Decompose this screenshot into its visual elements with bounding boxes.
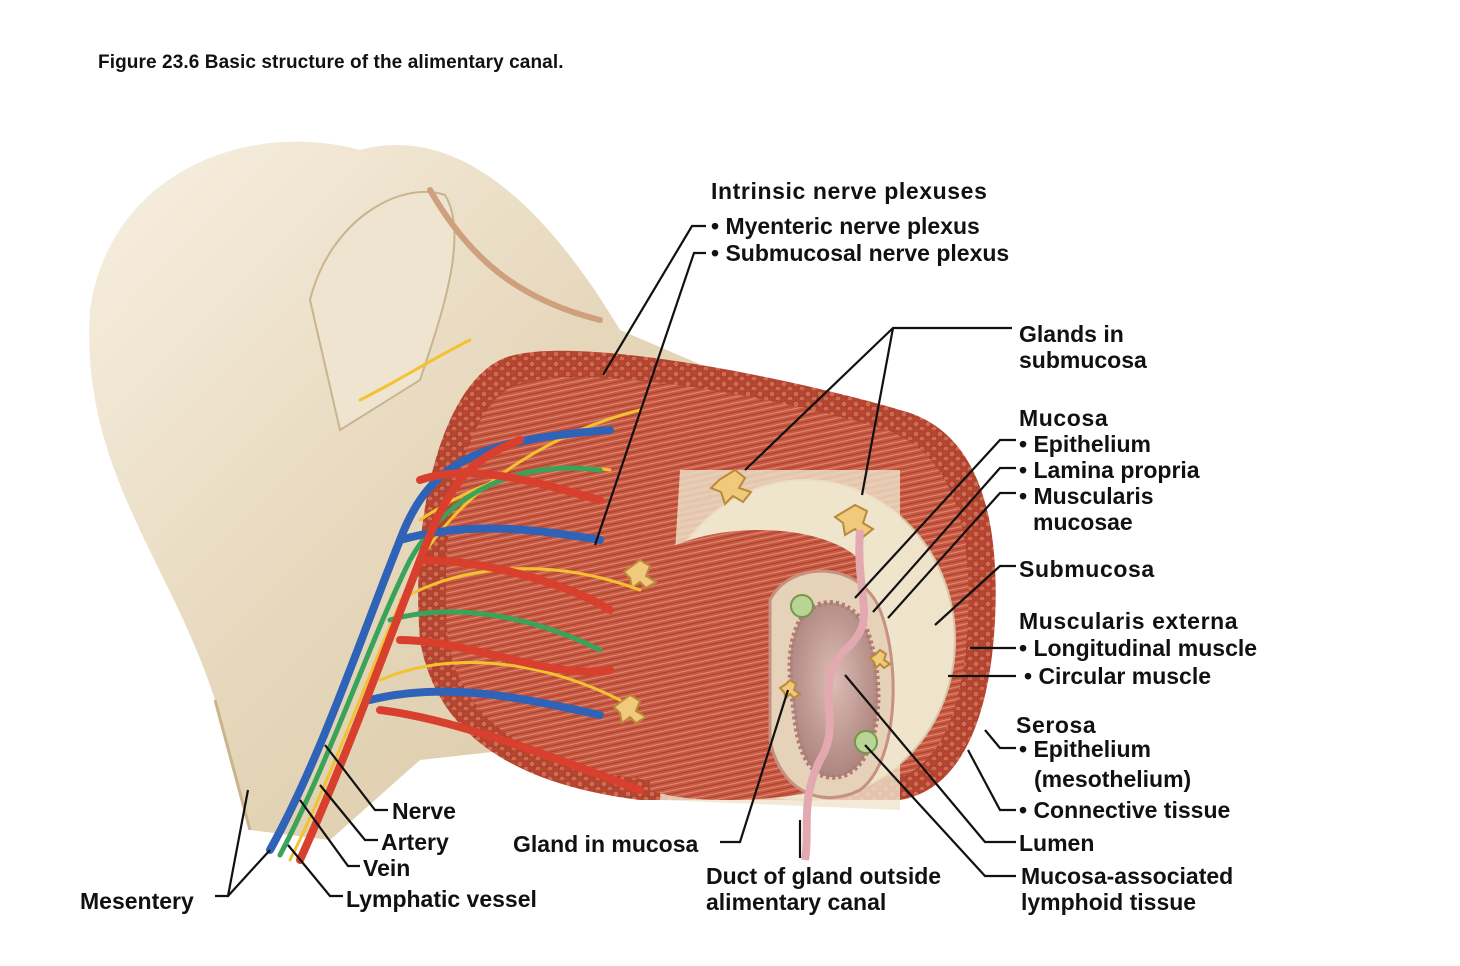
label-serosa-epithelium: • Epithelium [1019,736,1152,762]
label-lamina-propria: • Lamina propria [1019,457,1200,483]
label-muscularis-mucosae-2: mucosae [1033,509,1133,535]
label-serosa: Serosa [1016,712,1097,738]
label-mesentery: Mesentery [80,888,194,914]
label-glands-submucosa-1: Glands in [1019,321,1124,347]
label-glands-submucosa-2: submucosa [1019,347,1147,373]
label-myenteric-plexus: • Myenteric nerve plexus [711,213,980,239]
blood-vessels-and-nerves [266,338,644,864]
label-circular-muscle: • Circular muscle [1024,663,1212,689]
label-intrinsic-nerve-plexuses: Intrinsic nerve plexuses [711,178,988,204]
label-muscularis-externa: Muscularis externa [1019,608,1239,634]
label-nerve: Nerve [392,798,456,824]
label-gland-in-mucosa: Gland in mucosa [513,831,699,857]
label-submucosa: Submucosa [1019,556,1155,582]
label-mucosa: Mucosa [1019,405,1109,431]
label-malt-1: Mucosa-associated [1021,863,1234,889]
label-lymphatic-vessel: Lymphatic vessel [346,886,537,912]
label-mesothelium: (mesothelium) [1034,766,1192,792]
label-lumen: Lumen [1019,830,1095,856]
label-duct-2: alimentary canal [706,889,887,915]
lymphoid-nodules [790,594,878,754]
gland-duct [801,529,868,861]
label-submucosal-plexus: • Submucosal nerve plexus [711,240,1010,266]
label-malt-2: lymphoid tissue [1021,889,1197,915]
label-duct-1: Duct of gland outside [706,863,942,889]
label-muscularis-mucosae-1: • Muscularis [1019,483,1154,509]
label-vein: Vein [363,855,411,881]
label-connective-tissue: • Connective tissue [1019,797,1231,823]
figure-caption: Figure 23.6 Basic structure of the alime… [98,52,564,73]
label-artery: Artery [381,829,449,855]
gland-markers [612,468,892,725]
label-mucosa-epithelium: • Epithelium [1019,431,1152,457]
label-longitudinal-muscle: • Longitudinal muscle [1019,635,1258,661]
leader-lines [215,224,1016,898]
